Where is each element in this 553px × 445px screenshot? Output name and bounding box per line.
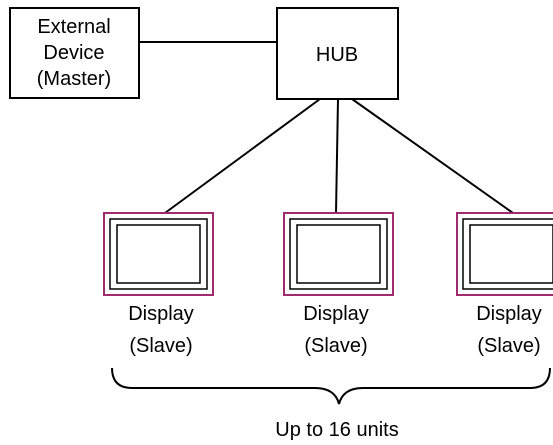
monitor-icon (456, 212, 553, 296)
display-2: Display (Slave) (283, 212, 394, 357)
connectors (140, 41, 514, 214)
master-device: External Device (Master) (9, 7, 140, 99)
master-label-line3: (Master) (37, 68, 111, 90)
display-2-role: (Slave) (304, 335, 367, 357)
master-device-box (9, 7, 140, 99)
group-label: Up to 16 units (275, 419, 398, 441)
hub: HUB (276, 7, 399, 100)
hub-box (276, 7, 399, 100)
monitor-icon (103, 212, 214, 296)
hub-display-2-link (335, 98, 339, 214)
hub-label: HUB (316, 44, 358, 66)
master-label-line1: External (37, 16, 110, 38)
grouping-brace (111, 367, 551, 405)
display-1-role: (Slave) (129, 335, 192, 357)
monitor-icon (283, 212, 394, 296)
hub-display-3-link (351, 98, 514, 214)
display-3-name: Display (476, 303, 542, 325)
master-label-line2: Device (43, 42, 104, 64)
display-1-name: Display (128, 303, 194, 325)
display-2-name: Display (303, 303, 369, 325)
hub-display-1-link (164, 98, 321, 214)
display-1: Display (Slave) (103, 212, 214, 357)
display-3-role: (Slave) (477, 335, 540, 357)
display-3: Display (Slave) (456, 212, 553, 357)
